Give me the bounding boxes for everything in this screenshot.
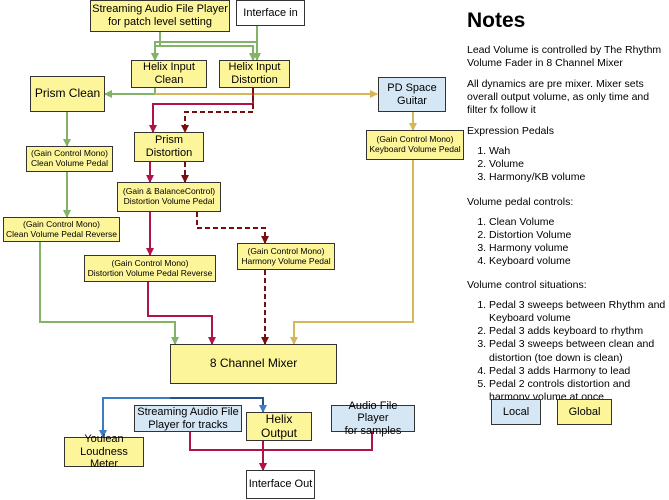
node-helix-output: Helix Output: [246, 412, 312, 441]
list-item: Clean Volume: [489, 216, 669, 229]
node-gain-keyboard-volume: (Gain Control Mono) Keyboard Volume Peda…: [366, 130, 464, 160]
legend-local: Local: [491, 399, 541, 425]
list-item: Keyboard volume: [489, 255, 669, 268]
node-gain-distortion-reverse: (Gain Control Mono) Distortion Volume Pe…: [84, 255, 216, 282]
expression-heading: Expression Pedals: [467, 125, 554, 137]
node-interface-in: Interface in: [236, 0, 305, 26]
notes-title: Notes: [467, 9, 526, 32]
wire-keyboard-pedal-to-mixer: [290, 160, 414, 345]
node-pd-space-guitar: PD Space Guitar: [378, 77, 446, 112]
node-helix-input-distortion: Helix Input Distortion: [219, 60, 290, 88]
legend-global: Global: [557, 399, 612, 425]
list-item: Harmony/KB volume: [489, 171, 669, 184]
list-item: Pedal 3 sweeps between clean and distort…: [489, 338, 669, 364]
wire-mixer-to-helix-output: [170, 397, 267, 413]
volume-list: Clean Volume Distortion Volume Harmony v…: [467, 216, 669, 269]
list-item: Distortion Volume: [489, 229, 669, 242]
node-interface-out: Interface Out: [246, 470, 315, 499]
note-lead-volume: Lead Volume is controlled by The Rhythm …: [467, 44, 662, 70]
node-youlean-meter: Youlean Loudness Meter: [64, 433, 144, 470]
node-streaming-player-tracks: Streaming Audio File Player for tracks: [134, 405, 242, 432]
expression-list: Wah Volume Harmony/KB volume: [467, 145, 669, 184]
node-streaming-player-patch: Streaming Audio File Player for patch le…: [90, 0, 230, 32]
node-audio-player-samples: Audio File Player for samples: [331, 400, 415, 437]
list-item: Volume: [489, 158, 669, 171]
node-gain-clean-volume: (Gain Control Mono) Clean Volume Pedal: [26, 146, 113, 172]
wire-dist-reverse-to-mixer: [147, 282, 216, 345]
list-item: Pedal 3 sweeps between Rhythm and Keyboa…: [489, 299, 669, 325]
situations-list: Pedal 3 sweeps between Rhythm and Keyboa…: [467, 299, 669, 404]
situations-heading: Volume control situations:: [467, 279, 587, 291]
node-gain-harmony-volume: (Gain Control Mono) Harmony Volume Pedal: [237, 243, 335, 270]
list-item: Harmony volume: [489, 242, 669, 255]
node-helix-input-clean: Helix Input Clean: [131, 60, 207, 88]
wire-helix-dist-dashed-to-prism-dist: [181, 88, 254, 133]
note-dynamics: All dynamics are pre mixer. Mixer sets o…: [467, 78, 650, 117]
node-prism-distortion: Prism Distortion: [134, 132, 204, 162]
list-item: Wah: [489, 145, 669, 158]
wire-helix-clean-to-prism-clean: [104, 88, 156, 98]
node-gain-balance-distortion: (Gain & BalanceControl) Distortion Volum…: [117, 182, 221, 212]
node-8-channel-mixer: 8 Channel Mixer: [170, 344, 337, 384]
wire-gain-balance-to-harmony: [196, 212, 269, 244]
volume-heading: Volume pedal controls:: [467, 196, 574, 208]
wire-streaming-to-helix-dist: [159, 32, 257, 61]
wire-mixer-to-youlean: [99, 397, 170, 438]
wire-clean-reverse-to-mixer: [39, 242, 179, 345]
node-prism-clean: Prism Clean: [30, 76, 105, 112]
list-item: Pedal 3 adds keyboard to rhythm: [489, 325, 669, 338]
node-gain-clean-reverse: (Gain Control Mono) Clean Volume Pedal R…: [3, 217, 120, 242]
wire-samples-to-interface-out: [263, 432, 373, 451]
list-item: Pedal 3 adds Harmony to lead: [489, 365, 669, 378]
